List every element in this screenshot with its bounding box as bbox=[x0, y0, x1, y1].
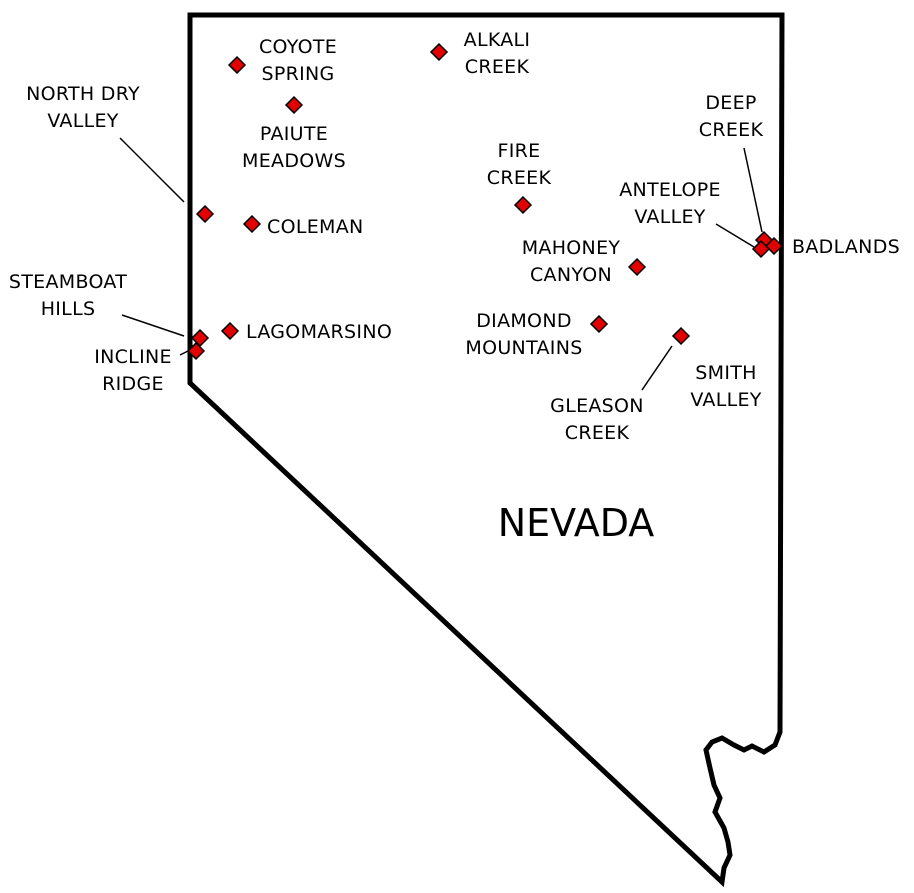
site-label-line: CREEK bbox=[487, 167, 552, 189]
site-label-line: VALLEY bbox=[47, 110, 118, 132]
site-label-line: MEADOWS bbox=[242, 150, 346, 172]
site-label-line: DIAMOND bbox=[476, 310, 572, 332]
site-marker-fire-creek bbox=[513, 195, 533, 215]
site-label-north-dry-valley: NORTH DRY VALLEY bbox=[26, 83, 140, 132]
site-label-line: STEAMBOAT bbox=[9, 271, 127, 293]
site-label-line: INCLINE bbox=[94, 346, 172, 368]
site-labels: COYOTE SPRING ALKALI CREEK NORTH DRY VALLEY PA… bbox=[9, 29, 900, 444]
site-label-paiute-meadows: PAIUTE MEADOWS bbox=[242, 123, 346, 172]
site-label-smith-valley: SMITH VALLEY bbox=[690, 362, 761, 411]
site-label-coyote-spring: COYOTE SPRING bbox=[259, 36, 337, 85]
leader-line-north-dry-valley bbox=[119, 137, 185, 203]
site-label-line: CREEK bbox=[465, 56, 530, 78]
site-label-line: ALKALI bbox=[464, 29, 531, 51]
site-label-steamboat-hills: STEAMBOAT HILLS bbox=[9, 271, 127, 320]
site-label-line: VALLEY bbox=[690, 389, 761, 411]
site-marker-mahoney-canyon bbox=[627, 257, 647, 277]
site-label-line: BADLANDS bbox=[792, 236, 900, 258]
site-label-line: CREEK bbox=[699, 119, 764, 141]
site-label-line: RIDGE bbox=[102, 373, 164, 395]
site-label-line: HILLS bbox=[41, 298, 96, 320]
site-label-fire-creek: FIRE CREEK bbox=[487, 140, 552, 189]
leader-line-antelope-valley bbox=[715, 223, 755, 248]
site-label-gleason-creek: GLEASON CREEK bbox=[550, 395, 644, 444]
site-label-line: ANTELOPE bbox=[619, 179, 721, 201]
leader-line-gleason-creek bbox=[641, 345, 673, 391]
site-label-line: CREEK bbox=[565, 422, 630, 444]
nevada-state-outline bbox=[187, 12, 785, 888]
site-label-lagomarsino: LAGOMARSINO bbox=[246, 321, 392, 343]
site-label-line: MAHONEY bbox=[522, 237, 621, 259]
leader-lines bbox=[119, 137, 763, 391]
leader-line-steamboat-hills bbox=[121, 314, 185, 337]
site-label-line: FIRE bbox=[498, 140, 541, 162]
site-label-line: CANYON bbox=[530, 264, 612, 286]
site-label-line: PAIUTE bbox=[260, 123, 328, 145]
site-label-diamond-mountains: DIAMOND MOUNTAINS bbox=[465, 310, 582, 359]
site-label-line: GLEASON bbox=[550, 395, 644, 417]
site-label-line: COLEMAN bbox=[267, 216, 364, 238]
site-label-line: MOUNTAINS bbox=[465, 337, 582, 359]
site-label-alkali-creek: ALKALI CREEK bbox=[464, 29, 531, 78]
site-label-deep-creek: DEEP CREEK bbox=[699, 92, 764, 141]
site-marker-paiute-meadows bbox=[284, 95, 304, 115]
state-name-label: NEVADA bbox=[498, 501, 655, 545]
site-marker-badlands bbox=[764, 236, 784, 256]
site-marker-diamond-mountains bbox=[589, 314, 609, 334]
site-label-antelope-valley: ANTELOPE VALLEY bbox=[619, 179, 721, 228]
site-label-mahoney-canyon: MAHONEY CANYON bbox=[522, 237, 621, 286]
site-marker-coleman bbox=[242, 214, 262, 234]
site-label-line: SMITH bbox=[695, 362, 756, 384]
site-marker-coyote-spring bbox=[227, 55, 247, 75]
site-label-badlands: BADLANDS bbox=[792, 236, 900, 258]
site-marker-lagomarsino bbox=[220, 321, 240, 341]
site-label-line: SPRING bbox=[261, 63, 334, 85]
site-marker-alkali-creek bbox=[429, 42, 449, 62]
site-label-line: LAGOMARSINO bbox=[246, 321, 392, 343]
leader-line-deep-creek bbox=[743, 147, 763, 233]
site-label-coleman: COLEMAN bbox=[267, 216, 364, 238]
site-label-line: VALLEY bbox=[634, 206, 705, 228]
site-label-line: COYOTE bbox=[259, 36, 337, 58]
site-label-incline-ridge: INCLINE RIDGE bbox=[94, 346, 172, 395]
site-label-line: DEEP bbox=[705, 92, 756, 114]
site-marker-incline-ridge bbox=[186, 341, 206, 361]
site-markers bbox=[186, 42, 784, 361]
site-marker-smith-valley bbox=[671, 326, 691, 346]
site-marker-north-dry-valley bbox=[195, 204, 215, 224]
site-label-line: NORTH DRY bbox=[26, 83, 140, 105]
